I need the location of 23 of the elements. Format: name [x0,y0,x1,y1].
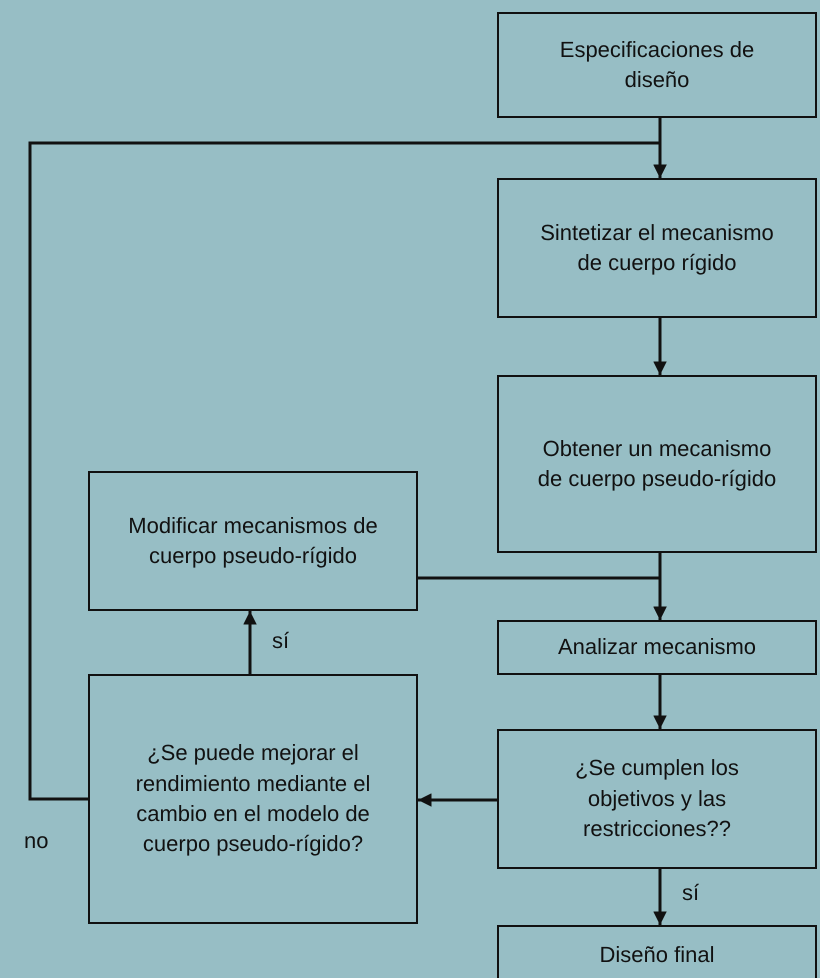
box-text: Sintetizar el mecanismo de cuerpo rígido [539,218,775,277]
process-box [88,674,418,924]
arrow [418,793,497,807]
arrow [243,611,257,674]
box-text: Diseño final [600,940,714,969]
box-text: Especificaciones de diseño [558,36,756,94]
process-box [497,620,817,675]
process-box [497,12,817,118]
box-text: ¿Se puede mejorar el rendimiento mediante el cambio en el modelo de cuerpo pseudo-rígido? [134,739,372,858]
process-box [88,471,418,611]
process-box [497,375,817,553]
box-text: Obtener un mecanismo de cuerpo pseudo-rígido [536,434,778,493]
box-text: Analizar mecanismo [558,633,756,662]
process-box [497,729,817,869]
arrow [418,576,667,620]
arrow [653,869,667,925]
process-box [497,925,817,978]
box-text: Modificar mecanismos de cuerpo pseudo-rígido [127,512,379,570]
process-box [497,178,817,318]
arrow [653,675,667,729]
arrow [28,142,667,800]
box-text: ¿Se cumplen los objetivos y las restricciones?? [574,754,740,844]
arrow [653,318,667,375]
